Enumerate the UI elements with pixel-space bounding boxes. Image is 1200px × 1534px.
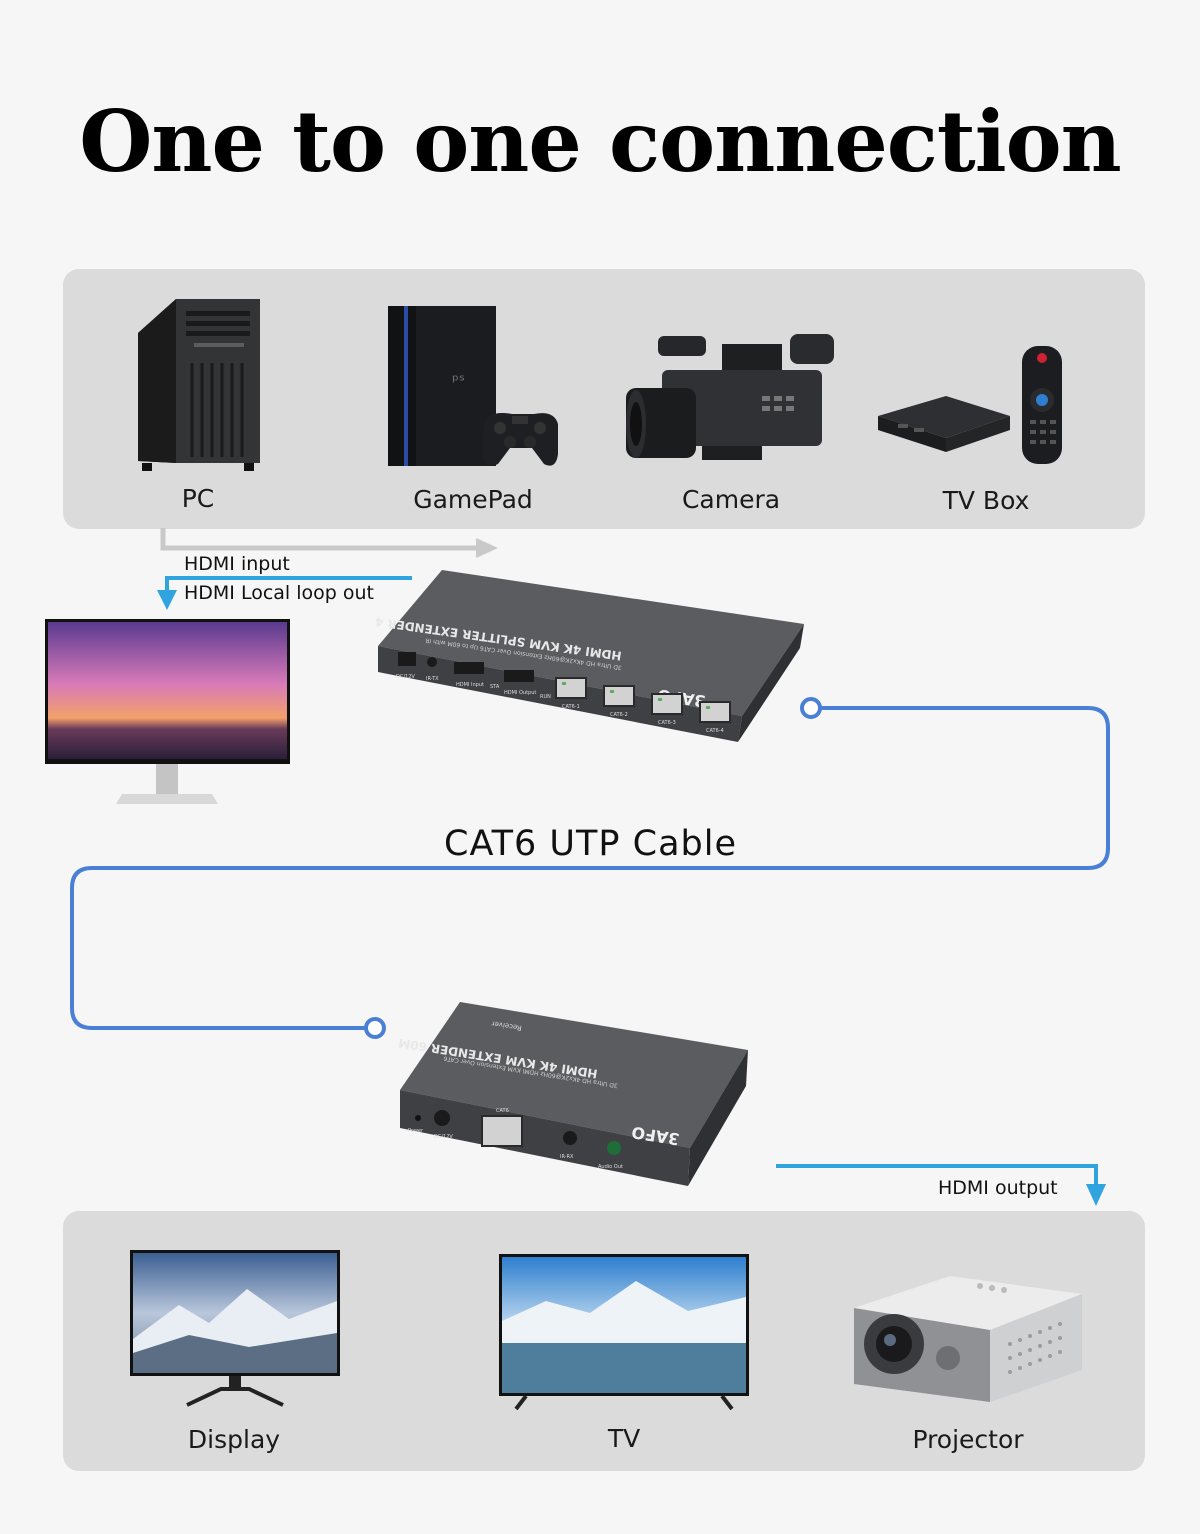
display-monitor-icon <box>129 1249 341 1409</box>
port-label-cat6-4: CAT6-4 <box>706 728 724 734</box>
port-label-hdmi-in: HDMI Input <box>456 682 484 688</box>
rx-port-label-audio: Audio Out <box>598 1164 623 1170</box>
port-label-run: RUN <box>540 694 551 700</box>
source-label-gamepad: GamePad <box>413 485 533 514</box>
game-console-icon: ᵖˢ <box>386 304 561 472</box>
output-label-projector: Projector <box>912 1425 1024 1454</box>
hdmi-input-label: HDMI input <box>184 553 290 575</box>
receiver-device-icon: Receiver HDMI 4K KVM EXTENDER 60M 3D Ult… <box>398 1000 750 1190</box>
projector-icon <box>850 1274 1086 1406</box>
loop-monitor-icon <box>44 618 292 806</box>
television-icon <box>498 1253 750 1413</box>
port-label-cat6-2: CAT6-2 <box>610 712 628 718</box>
source-label-tv-box: TV Box <box>942 486 1030 515</box>
output-label-display: Display <box>187 1425 281 1454</box>
port-label-cat6-1: CAT6-1 <box>562 704 580 710</box>
port-label-irtx: IR-TX <box>426 676 439 682</box>
hdmi-output-label: HDMI output <box>938 1177 1058 1199</box>
port-label-dc: DC/12V <box>396 674 415 680</box>
pc-tower-icon <box>132 293 264 475</box>
port-label-hdmi-out: HDMI Output <box>504 690 536 696</box>
rx-port-label-irrx: IR-RX <box>560 1154 574 1160</box>
port-label-sta: STA <box>490 684 500 690</box>
rx-port-label-cat6: CAT6 <box>496 1108 509 1114</box>
source-label-pc: PC <box>181 484 215 513</box>
flow-arrows <box>150 528 510 614</box>
tv-box-icon <box>874 344 1070 468</box>
rx-port-label-dc: DC/12V <box>434 1134 453 1140</box>
cable-label: CAT6 UTP Cable <box>444 824 738 864</box>
hdmi-loop-out-label: HDMI Local loop out <box>184 582 374 604</box>
source-label-camera: Camera <box>681 485 781 514</box>
rx-port-label-power: Power <box>408 1128 424 1134</box>
hdmi-output-arrow <box>774 1160 1114 1210</box>
transmitter-device-icon: HDMI 4K KVM SPLITTER EXTENDER 4 PORT 3D … <box>376 568 806 744</box>
page-title: One to one connection <box>79 92 1122 191</box>
camcorder-icon <box>622 326 838 470</box>
port-label-cat6-3: CAT6-3 <box>658 720 676 726</box>
output-label-tv: TV <box>607 1424 641 1453</box>
svg-text:ᵖˢ: ᵖˢ <box>452 371 465 390</box>
